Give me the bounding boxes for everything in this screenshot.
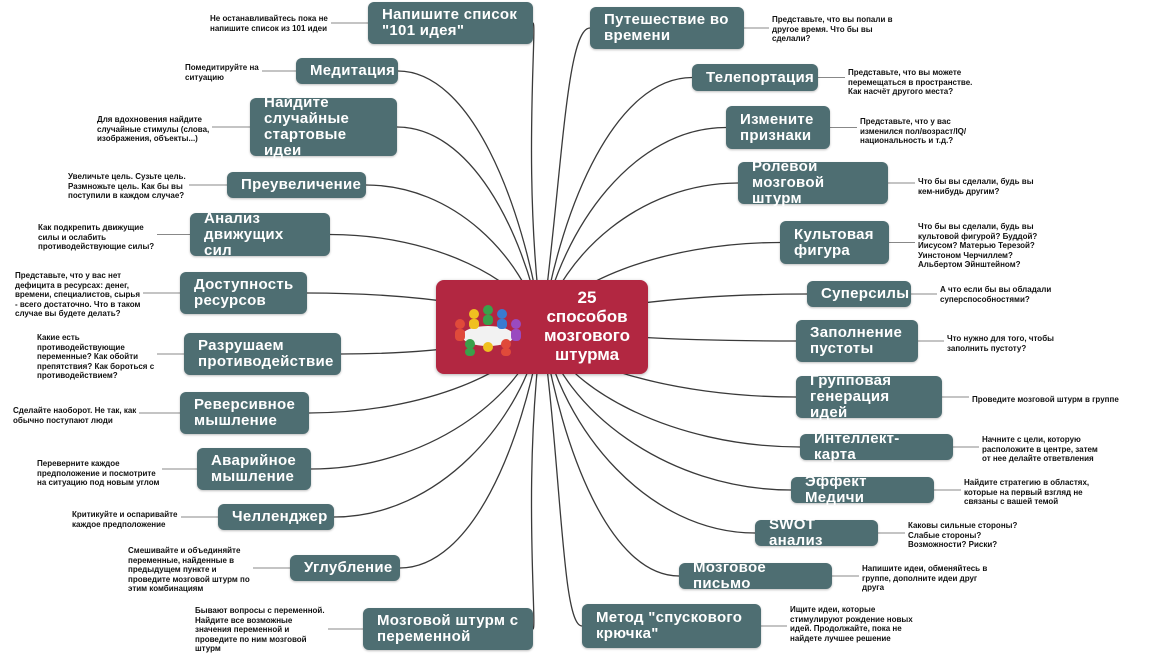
branch-role-brainstorm[interactable]: Ролевой мозговой штурм	[738, 158, 888, 207]
branch-challenger[interactable]: Челленджер	[218, 504, 334, 530]
branch-note: Проведите мозговой штурм в группе	[972, 395, 1119, 404]
branch-time-travel[interactable]: Путешествие во времени	[590, 7, 744, 49]
branch-connector	[397, 70, 543, 328]
central-topic-title: 25 способов мозгового штурма	[543, 288, 631, 364]
branch-label: Углубление	[304, 559, 393, 576]
branch-variable-brainstorm[interactable]: Мозговой штурм с переменной	[363, 608, 533, 650]
branch-emergency-thinking[interactable]: Аварийное мышление	[197, 448, 311, 490]
branch-medici-effect[interactable]: Эффект Медичи	[791, 473, 934, 506]
branch-change-attributes[interactable]: Измените признаки	[726, 106, 830, 149]
branch-label: Анализ движущих сил	[204, 209, 284, 259]
branch-label: Преувеличение	[241, 176, 362, 193]
branch-note: Увеличьте цель. Сузьте цель. Размножьте …	[68, 172, 186, 200]
branch-label: Интеллект-карта	[814, 430, 900, 463]
branch-note: Для вдохновения найдите случайные стимул…	[97, 115, 210, 143]
branch-note: Каковы сильные стороны? Слабые стороны? …	[908, 521, 1018, 549]
branch-101-ideas[interactable]: Напишите список "101 идея"	[368, 2, 533, 44]
branch-note: Представьте, что у вас нет дефицита в ре…	[15, 271, 141, 318]
branch-mind-map[interactable]: Интеллект-карта	[800, 430, 953, 463]
branch-trigger-method[interactable]: Метод "спускового крючка"	[582, 604, 761, 648]
branch-note: Бывают вопросы с переменной. Найдите все…	[195, 606, 325, 653]
branch-fill-void[interactable]: Заполнение пустоты	[796, 320, 918, 362]
branch-force-analysis[interactable]: Анализ движущих сил	[190, 209, 330, 259]
branch-deepening[interactable]: Углубление	[290, 555, 400, 581]
branch-connector	[530, 22, 543, 328]
branch-note: Какие есть противодействующие переменные…	[37, 333, 155, 380]
branch-note: Что бы вы сделали, будь вы кем-нибудь др…	[918, 177, 1034, 196]
branch-label: Челленджер	[232, 508, 328, 525]
branch-cult-figure[interactable]: Культовая фигура	[780, 221, 889, 264]
branch-label: SWOT анализ	[769, 516, 823, 549]
branch-label: Доступность ресурсов	[194, 276, 294, 309]
branch-label: Реверсивное мышление	[194, 396, 296, 429]
branch-note: Сделайте наоборот. Не так, как обычно по…	[13, 406, 137, 425]
branch-note: Начните с цели, которую расположите в це…	[982, 435, 1098, 463]
branch-label: Заполнение пустоты	[810, 324, 903, 357]
branch-label: Мозговое письмо	[693, 559, 767, 592]
branch-break-resistance[interactable]: Разрушаем противодействие	[184, 333, 341, 375]
branch-note: Не останавливайтесь пока не напишите спи…	[210, 14, 328, 33]
branch-note: Переверните каждое предположение и посмо…	[37, 459, 160, 487]
branch-meditation[interactable]: Медитация	[296, 58, 398, 84]
branch-label: Разрушаем противодействие	[198, 337, 334, 370]
branch-label: Групповая генерация идей	[810, 372, 892, 421]
branch-note: Что нужно для того, чтобы заполнить пуст…	[947, 334, 1054, 353]
branch-label: Найдите случайные стартовые идеи	[264, 94, 350, 159]
branch-connector	[541, 27, 591, 328]
branch-note: Как подкрепить движущие силы и ослабить …	[38, 223, 155, 251]
branch-teleportation[interactable]: Телепортация	[692, 64, 818, 91]
branch-superpowers[interactable]: Суперсилы	[807, 281, 911, 307]
branch-note: Представьте, что у вас изменился пол/воз…	[860, 117, 967, 145]
branch-connector	[541, 326, 583, 627]
branch-note: Ищите идеи, которые стимулируют рождение…	[790, 605, 913, 643]
branch-label: Метод "спускового крючка"	[596, 609, 743, 642]
branch-label: Измените признаки	[740, 110, 814, 144]
branch-label: Ролевой мозговой штурм	[752, 158, 825, 207]
branch-note: Помедитируйте на ситуацию	[185, 63, 259, 82]
branch-connector	[541, 76, 693, 328]
branch-exaggeration[interactable]: Преувеличение	[227, 172, 366, 198]
branch-random-ideas[interactable]: Найдите случайные стартовые идеи	[250, 94, 397, 159]
central-topic[interactable]: 25 способов мозгового штурма	[436, 280, 648, 374]
branch-label: Напишите список "101 идея"	[382, 6, 518, 39]
people-around-table-icon	[455, 305, 521, 356]
branch-label: Медитация	[310, 62, 396, 79]
branch-label: Телепортация	[706, 68, 815, 86]
branch-resources[interactable]: Доступность ресурсов	[180, 272, 307, 314]
branch-label: Суперсилы	[821, 285, 910, 302]
branch-group-generation[interactable]: Групповая генерация идей	[796, 372, 942, 421]
branch-note: Представьте, что вы попали в другое врем…	[772, 15, 893, 43]
branch-swot[interactable]: SWOT анализ	[755, 516, 878, 549]
branch-connector	[530, 326, 543, 630]
branch-brainwriting[interactable]: Мозговое письмо	[679, 559, 832, 592]
branch-note: Что бы вы сделали, будь вы культовой фиг…	[918, 222, 1038, 269]
branch-note: А что если бы вы обладали суперспособнос…	[940, 285, 1052, 304]
branch-label: Эффект Медичи	[805, 473, 867, 506]
branch-label: Путешествие во времени	[604, 11, 729, 44]
branch-connector	[541, 326, 680, 577]
branch-note: Найдите стратегию в областях, которые на…	[964, 478, 1090, 506]
branch-note: Смешивайте и объединяйте переменные, най…	[128, 546, 250, 593]
branch-note: Напишите идеи, обменяйтесь в группе, доп…	[862, 564, 988, 592]
branch-label: Аварийное мышление	[211, 452, 297, 485]
branch-label: Мозговой штурм с переменной	[377, 612, 519, 645]
branch-note: Критикуйте и оспаривайте каждое предполо…	[72, 510, 178, 529]
branch-note: Представьте, что вы можете перемещаться …	[848, 68, 973, 96]
branch-reverse-thinking[interactable]: Реверсивное мышление	[180, 392, 309, 434]
branch-label: Культовая фигура	[794, 225, 874, 259]
